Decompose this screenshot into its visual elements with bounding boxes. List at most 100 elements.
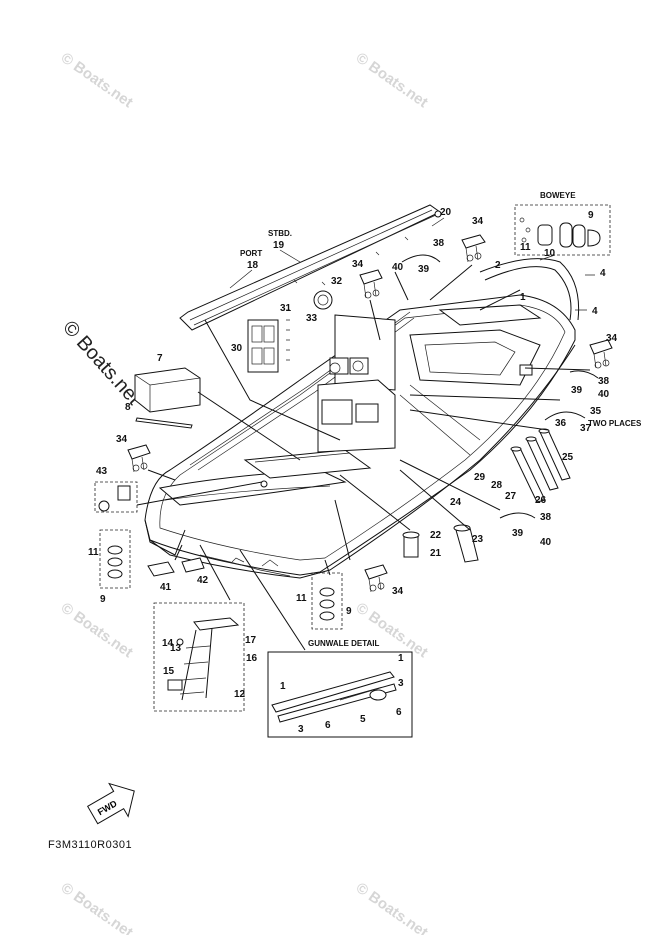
callout-4-top: 4 xyxy=(600,268,606,279)
callout-28: 28 xyxy=(491,480,503,491)
screws xyxy=(286,236,409,361)
label-boweye: BOWEYE xyxy=(540,191,576,200)
callout-14: 14 xyxy=(162,638,174,649)
callout-3-left: 3 xyxy=(298,724,304,735)
callout-43: 43 xyxy=(96,466,108,477)
leader-lines xyxy=(136,264,591,651)
callout-39-lower: 39 xyxy=(512,528,524,539)
callout-19: 19 xyxy=(273,240,285,251)
cleat-left: 34 xyxy=(116,434,151,473)
callout-5: 5 xyxy=(360,714,366,725)
callout-34-top: 34 xyxy=(472,216,484,227)
watermark-top-center: © Boats.net xyxy=(353,49,431,111)
fwd-arrow: FWD xyxy=(86,782,135,825)
trim-tabs: 41 42 xyxy=(147,557,209,593)
callout-2: 2 xyxy=(495,260,501,271)
cleat-bottom: 34 xyxy=(364,564,404,597)
callout-31: 31 xyxy=(280,303,292,314)
cleat-mid: 34 xyxy=(352,259,383,299)
watermark-mid-left: © Boats.net xyxy=(58,599,136,661)
access-panel: 30 31 32 33 xyxy=(231,276,343,373)
bow-rail: 2 1 4 4 xyxy=(479,254,606,321)
callout-1-bow: 1 xyxy=(520,292,526,303)
rub-rail xyxy=(179,204,442,331)
fitting-left: 11 9 xyxy=(88,529,131,605)
label-port: PORT xyxy=(240,249,262,258)
callout-30: 30 xyxy=(231,343,243,354)
callout-3-right: 3 xyxy=(398,678,404,689)
callout-11-left: 11 xyxy=(88,547,99,558)
callout-26: 26 xyxy=(535,495,547,506)
callout-36: 36 xyxy=(555,418,567,429)
grab-handle-lower: 38 39 40 xyxy=(499,512,552,548)
callout-11-bottom: 11 xyxy=(296,593,307,604)
boat-hull xyxy=(144,294,576,579)
grab-handle-top: 38 40 39 xyxy=(392,238,445,275)
callout-10: 10 xyxy=(544,248,556,259)
callout-4-bottom: 4 xyxy=(592,306,598,317)
callout-41: 41 xyxy=(160,582,172,593)
callout-29: 29 xyxy=(474,472,486,483)
callout-1-gunwale-left: 1 xyxy=(280,681,286,692)
callout-27: 27 xyxy=(505,491,517,502)
callout-35: 35 xyxy=(590,406,602,417)
callout-13: 13 xyxy=(170,643,182,654)
callout-34-right: 34 xyxy=(606,333,618,344)
callout-9-bottom: 9 xyxy=(346,606,352,617)
callout-24: 24 xyxy=(450,497,462,508)
watermark-large: © Boats.net xyxy=(58,317,145,410)
callout-9-left: 9 xyxy=(100,594,106,605)
callout-40-lower: 40 xyxy=(540,537,552,548)
callout-12: 12 xyxy=(234,689,246,700)
boarding-ladder-box: 14 13 15 12 17 16 xyxy=(153,602,258,712)
battery-box: 7 8 xyxy=(125,353,201,429)
rod-holders: 25 26 27 28 29 xyxy=(474,428,574,506)
callout-32: 32 xyxy=(331,276,343,287)
watermark-bottom-left: © Boats.net xyxy=(58,879,136,935)
callout-25: 25 xyxy=(562,452,574,463)
callout-6-left: 6 xyxy=(325,720,331,731)
boweye-assembly: BOWEYE 9 11 10 xyxy=(514,191,611,259)
label-gunwale-detail: GUNWALE DETAIL xyxy=(308,639,380,648)
callout-22: 22 xyxy=(430,530,442,541)
callout-11-boweye: 11 xyxy=(520,242,531,253)
label-two-places: TWO PLACES xyxy=(588,419,642,428)
callout-1-gunwale: 1 xyxy=(398,653,404,664)
callout-42: 42 xyxy=(197,575,209,586)
fitting-bottom: 11 9 xyxy=(296,572,352,630)
cleat-top-right: 34 xyxy=(461,216,486,263)
callout-39-top: 39 xyxy=(418,264,430,275)
callout-40-right: 40 xyxy=(598,389,610,400)
callout-6-right: 6 xyxy=(396,707,402,718)
callout-8: 8 xyxy=(125,402,131,413)
callout-39-right: 39 xyxy=(571,385,583,396)
callout-9-boweye: 9 xyxy=(588,210,594,221)
callout-34-left: 34 xyxy=(116,434,128,445)
callout-21: 21 xyxy=(430,548,442,559)
callout-38-top: 38 xyxy=(433,238,445,249)
callout-20: 20 xyxy=(440,207,452,218)
watermark-top-left: © Boats.net xyxy=(58,49,136,111)
callout-15: 15 xyxy=(163,666,175,677)
callout-16: 16 xyxy=(246,653,258,664)
callout-34-bottom: 34 xyxy=(392,586,404,597)
callout-38-right: 38 xyxy=(598,376,610,387)
diagram-code: F3M3110R0301 xyxy=(48,839,132,851)
callout-7: 7 xyxy=(157,353,163,364)
label-stbd: STBD. xyxy=(268,229,292,238)
watermark-bottom-center: © Boats.net xyxy=(353,879,431,935)
callout-37: 37 xyxy=(580,423,592,434)
handrail-two-places: 35 36 37 TWO PLACES xyxy=(544,406,642,434)
gunwale-detail-box: GUNWALE DETAIL 1 1 3 3 6 6 5 xyxy=(267,639,413,738)
callout-18: 18 xyxy=(247,260,259,271)
callout-40-top: 40 xyxy=(392,262,404,273)
callout-33: 33 xyxy=(306,313,318,324)
callout-23: 23 xyxy=(472,534,484,545)
callout-34-mid: 34 xyxy=(352,259,364,270)
drain-plugs: 22 21 23 24 xyxy=(402,497,484,563)
stern-light: 43 xyxy=(94,466,138,513)
cleat-right: 34 xyxy=(589,333,618,369)
grab-handle-right: 38 39 40 xyxy=(569,370,610,400)
